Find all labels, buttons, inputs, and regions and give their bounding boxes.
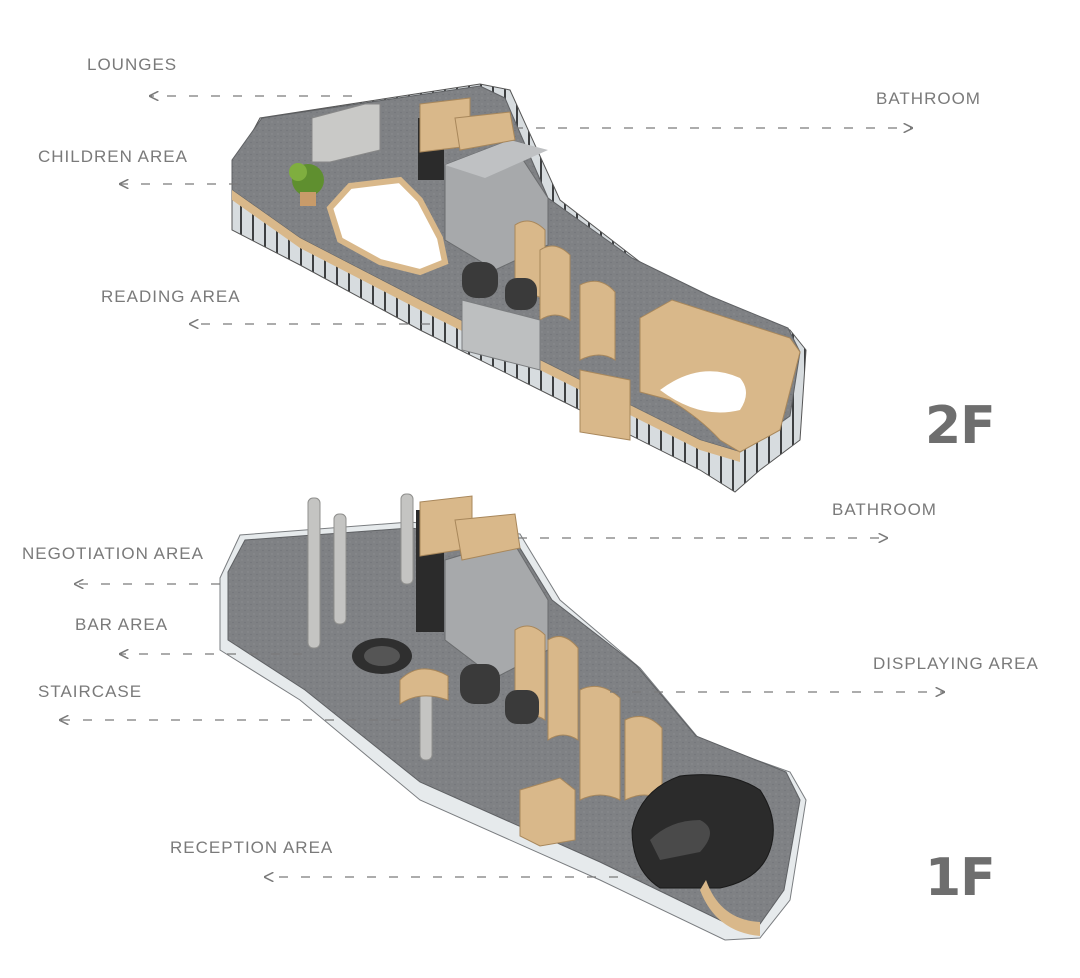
label-bar-area: BAR AREA: [75, 615, 169, 634]
label-bathroom-2f: BATHROOM: [876, 89, 981, 108]
floor-label-1f: 1F: [925, 848, 996, 908]
floor-label-2f: 2F: [925, 396, 996, 456]
floor-1f-model: [219, 493, 807, 941]
label-lounges: LOUNGES: [87, 55, 178, 74]
2f-void-opening: [326, 176, 449, 276]
floor-2f-model: [231, 83, 807, 493]
label-bathroom-1f: BATHROOM: [832, 500, 937, 519]
label-reading-area: READING AREA: [101, 287, 241, 306]
label-negotiation-area: NEGOTIATION AREA: [22, 544, 204, 563]
label-displaying-area: DISPLAYING AREA: [873, 654, 1039, 673]
label-staircase: STAIRCASE: [38, 682, 143, 701]
2f-wood-edge: [232, 190, 740, 462]
label-reception-area: RECEPTION AREA: [170, 838, 334, 857]
label-children-area: CHILDREN AREA: [38, 147, 188, 166]
